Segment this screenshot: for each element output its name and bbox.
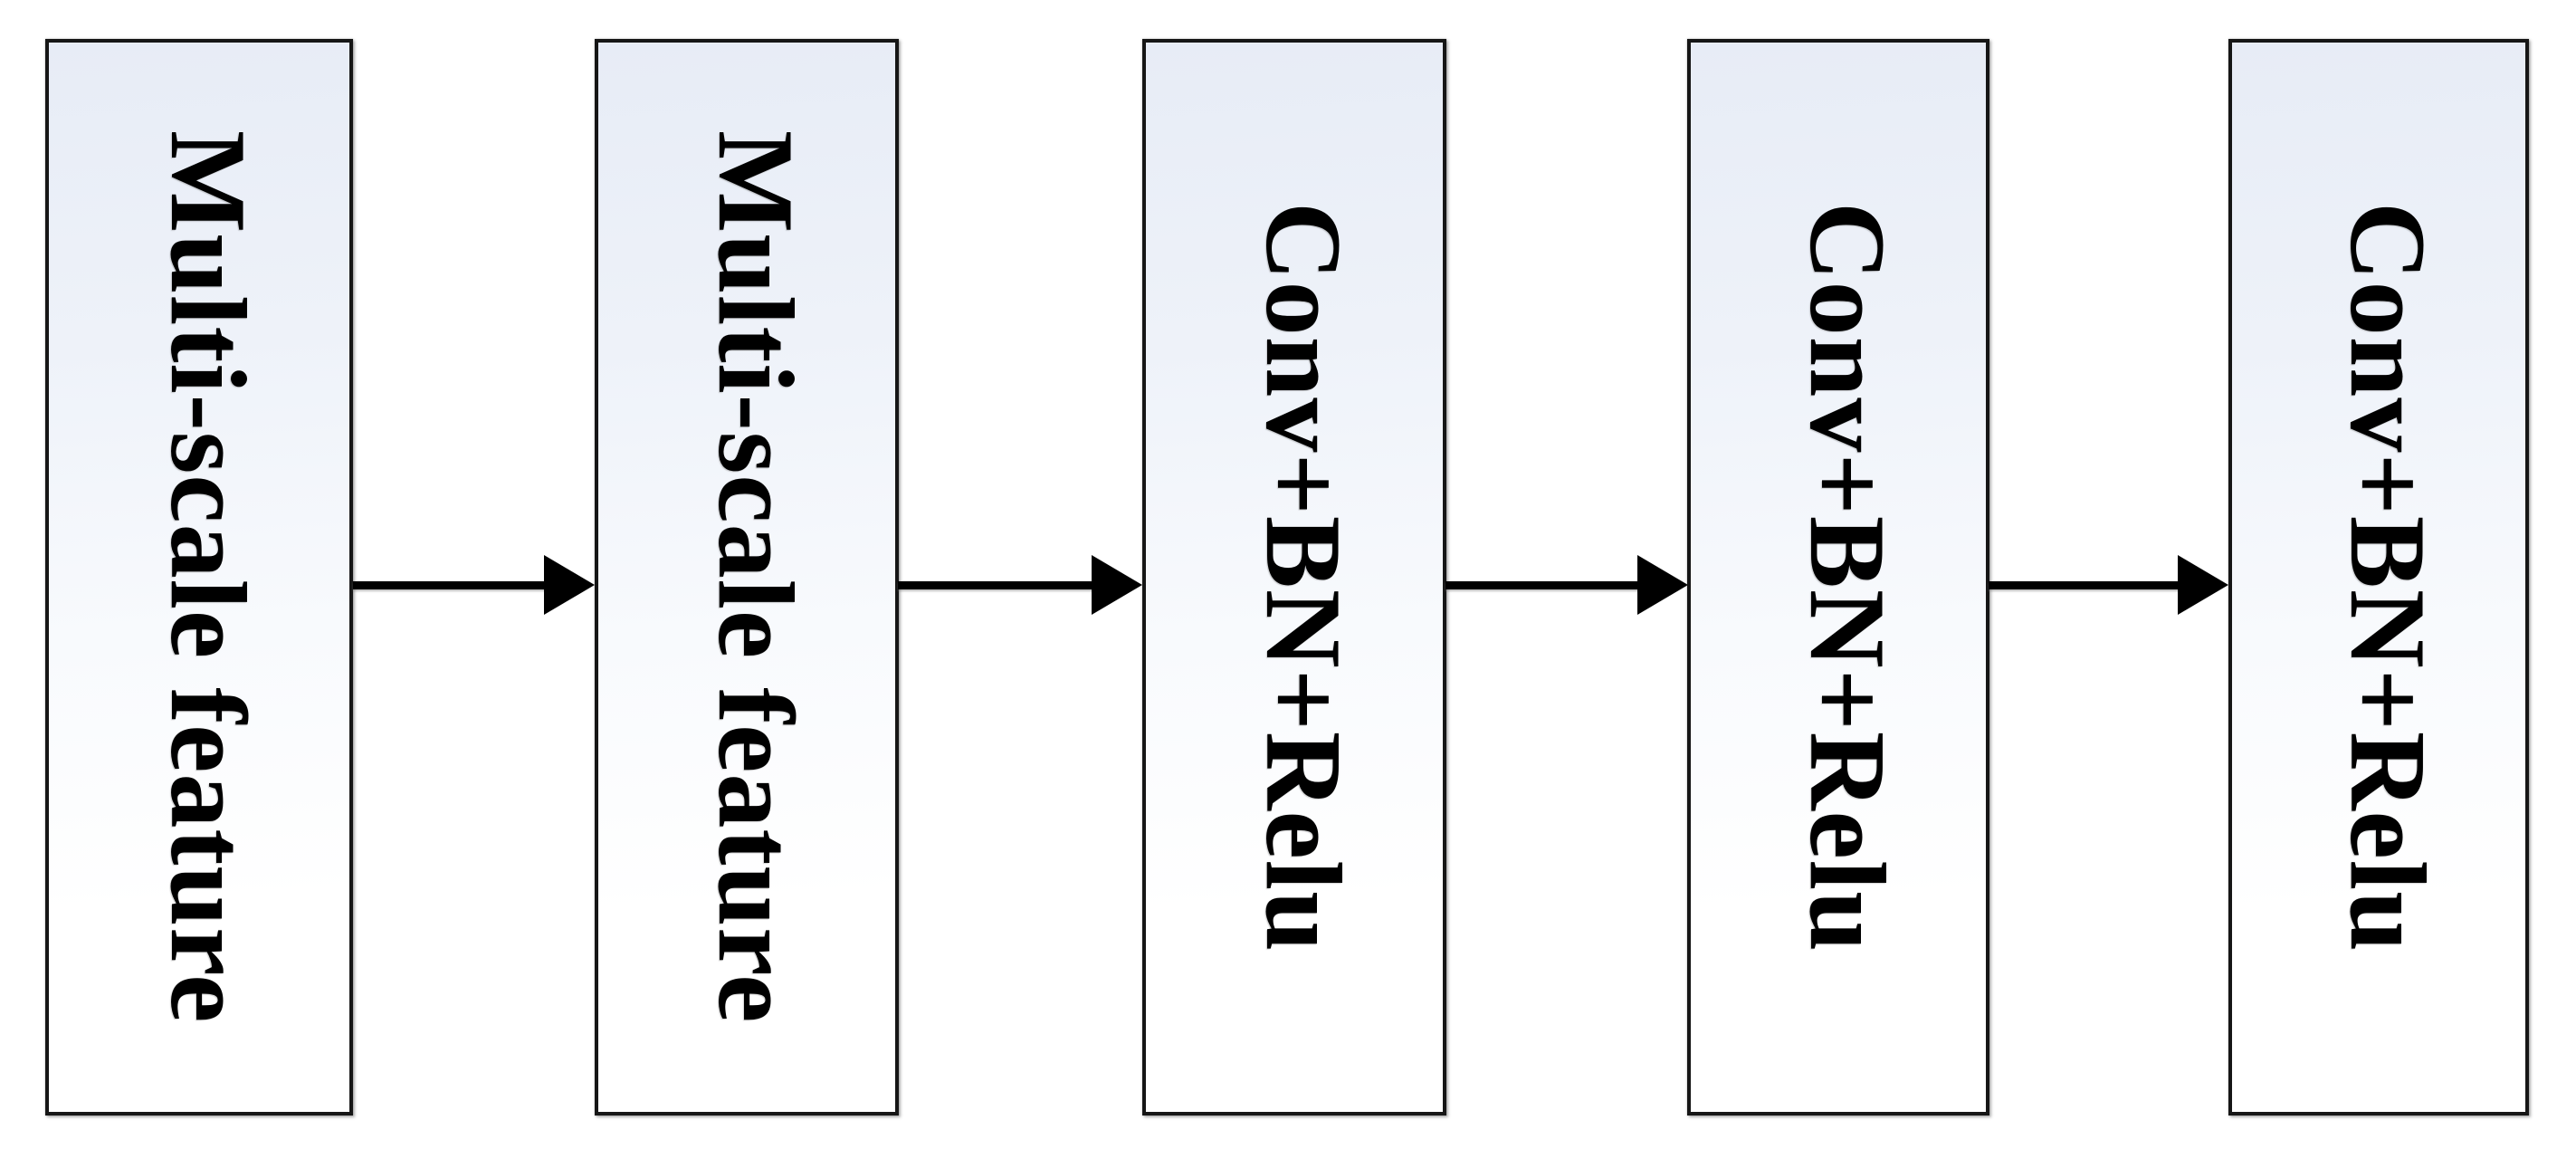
arrow-shaft [1989,581,2181,589]
node-multi-scale-feature-1: Multi-scale feature [45,39,353,1115]
arrow-shaft [353,581,548,589]
arrow-3 [1445,555,1688,615]
node-label: Multi-scale feature [148,130,269,1024]
arrow-head-icon [2178,555,2228,615]
node-label: Conv+BN+Relu [1244,202,1364,953]
node-label: Multi-scale feature [696,130,816,1024]
node-conv-bn-relu-3: Conv+BN+Relu [2228,39,2529,1115]
arrow-shaft [1445,581,1641,589]
node-label: Conv+BN+Relu [2328,202,2448,953]
arrow-head-icon [1637,555,1688,615]
arrow-1 [353,555,595,615]
node-label: Conv+BN+Relu [1788,202,1908,953]
arrow-head-icon [1092,555,1142,615]
arrow-shaft [898,581,1095,589]
arrow-4 [1989,555,2228,615]
arrow-2 [898,555,1142,615]
node-conv-bn-relu-1: Conv+BN+Relu [1142,39,1446,1115]
arrow-head-icon [544,555,595,615]
node-conv-bn-relu-2: Conv+BN+Relu [1687,39,1989,1115]
node-multi-scale-feature-2: Multi-scale feature [595,39,899,1115]
